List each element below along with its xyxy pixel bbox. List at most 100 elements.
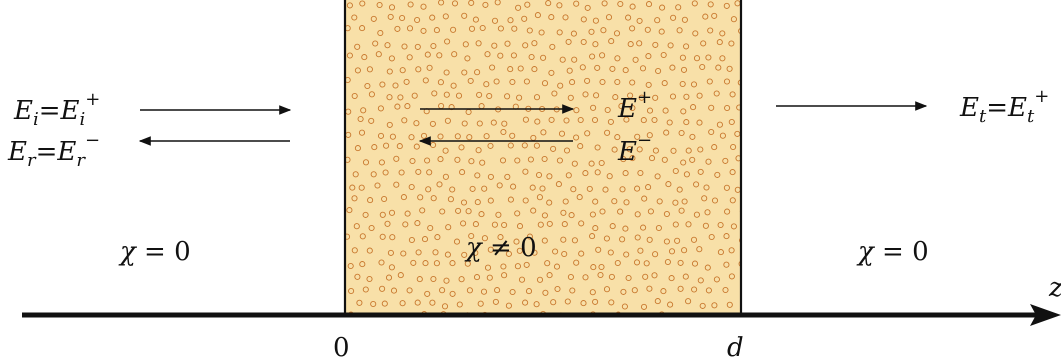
- particle-dot: [699, 302, 706, 309]
- particle-dot: [424, 290, 431, 297]
- particle-dot: [354, 145, 361, 152]
- particle-dot: [346, 207, 353, 214]
- particle-dot: [620, 156, 627, 163]
- particle-dot: [378, 259, 385, 266]
- particle-dot: [629, 104, 636, 112]
- particle-dot: [746, 304, 751, 309]
- particle-dot: [514, 157, 521, 164]
- particle-dot: [674, 237, 681, 244]
- particle-dot: [501, 221, 508, 229]
- particle-dot: [706, 78, 713, 85]
- particle-dot: [507, 142, 514, 149]
- particle-dot: [723, 184, 730, 191]
- particle-dot: [693, 181, 700, 188]
- particle-dot: [439, 208, 446, 215]
- particle-dot: [386, 94, 393, 101]
- particle-dot: [366, 66, 373, 73]
- particle-dot: [711, 144, 718, 151]
- particle-dot: [565, 172, 572, 179]
- particle-dot: [639, 65, 647, 72]
- particle-dot: [757, 39, 762, 44]
- particle-dot: [388, 209, 396, 216]
- particle-dot: [622, 67, 629, 74]
- particle-dot: [579, 64, 586, 71]
- particle-dot: [751, 109, 756, 114]
- particle-dot: [571, 237, 578, 244]
- particle-dot: [606, 173, 613, 180]
- particle-dot: [617, 208, 624, 215]
- particle-dot: [379, 211, 386, 218]
- particle-dot: [703, 184, 710, 191]
- particle-dot: [672, 199, 679, 206]
- particle-dot: [730, 223, 737, 230]
- particle-dot: [464, 55, 471, 62]
- particle-dot: [426, 64, 433, 71]
- particle-dot: [621, 303, 628, 310]
- particle-dot: [599, 78, 606, 86]
- particle-dot: [404, 103, 411, 110]
- particle-dot: [429, 120, 436, 127]
- particle-dot: [451, 51, 458, 58]
- particle-dot: [683, 93, 690, 100]
- particle-dot: [746, 174, 751, 179]
- particle-dot: [651, 272, 658, 279]
- particle-dot: [531, 40, 538, 47]
- particle-dot: [707, 27, 714, 34]
- particle-dot: [680, 66, 688, 73]
- particle-dot: [460, 199, 468, 206]
- particle-dot: [426, 169, 433, 176]
- particle-dot: [487, 173, 494, 180]
- particle-dot: [682, 273, 689, 280]
- particle-dot: [716, 121, 723, 128]
- particle-dot: [646, 285, 653, 292]
- particle-dot: [614, 259, 621, 267]
- particle-dot: [381, 195, 388, 203]
- particle-dot: [546, 272, 553, 279]
- particle-dot: [354, 273, 361, 280]
- particle-dot: [376, 1, 383, 9]
- particle-dot: [676, 27, 683, 34]
- particle-dot: [378, 159, 385, 166]
- z-axis-label: z: [1048, 273, 1061, 303]
- particle-dot: [663, 210, 670, 218]
- particle-dot: [577, 116, 584, 124]
- particle-dot: [458, 144, 465, 151]
- particle-dot: [362, 159, 370, 166]
- particle-dot: [598, 159, 605, 167]
- particle-dot: [549, 43, 556, 50]
- particle-dot: [556, 29, 563, 36]
- particle-dot: [377, 132, 385, 139]
- particle-dot: [562, 14, 569, 21]
- particle-dot: [420, 3, 427, 10]
- particle-dot: [711, 197, 719, 204]
- particle-dot: [484, 51, 491, 58]
- particle-dot: [541, 237, 548, 244]
- particle-dot: [495, 211, 502, 218]
- particle-dot: [536, 276, 544, 283]
- particle-dot: [609, 223, 616, 230]
- particle-dot: [461, 12, 468, 19]
- particle-dot: [594, 64, 601, 71]
- particle-dot: [422, 260, 429, 267]
- particle-dot: [760, 224, 765, 229]
- particle-dot: [566, 67, 573, 74]
- particle-dot: [705, 54, 712, 61]
- particle-dot: [513, 238, 520, 245]
- particle-dot: [406, 54, 413, 61]
- particle-dot: [744, 274, 749, 279]
- particle-dot: [763, 120, 768, 125]
- particle-dot: [475, 40, 482, 47]
- particle-dot: [730, 143, 737, 151]
- particle-dot: [728, 40, 735, 47]
- particle-dot: [442, 147, 449, 154]
- particle-dot: [680, 108, 687, 115]
- particle-dot: [370, 15, 377, 22]
- particle-dot: [394, 25, 401, 32]
- particle-dot: [461, 251, 468, 258]
- z-axis-arrowhead: [1030, 304, 1061, 326]
- particle-dot: [399, 300, 406, 307]
- particle-dot: [507, 196, 514, 203]
- particle-dot: [592, 17, 599, 24]
- particle-dot: [590, 311, 596, 313]
- particle-dot: [361, 54, 368, 61]
